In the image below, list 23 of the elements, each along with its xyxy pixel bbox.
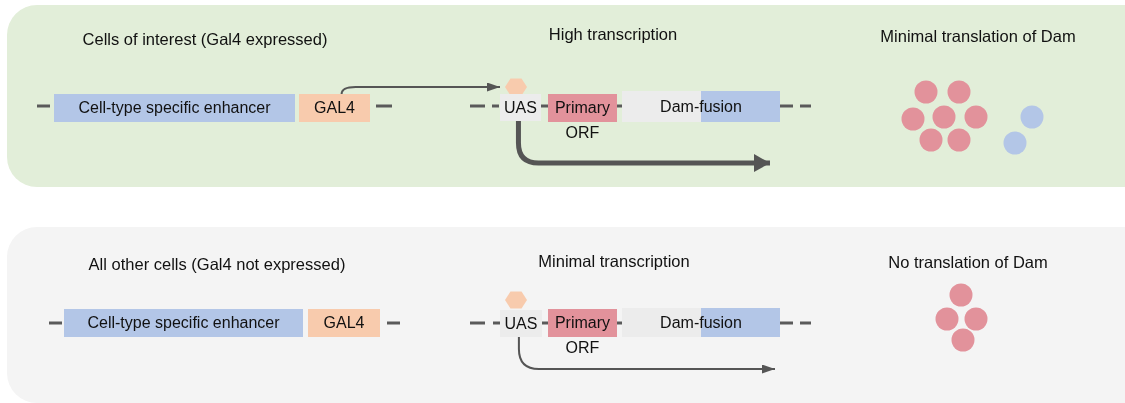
panel-heading: Minimal translation of Dam xyxy=(880,27,1076,46)
panel-heading: High transcription xyxy=(548,25,678,44)
fusion-segment: Dam-fusion xyxy=(622,308,780,337)
arrow xyxy=(515,121,770,172)
panel-background xyxy=(7,227,1125,403)
uas-segment: UAS xyxy=(500,94,541,121)
panel-heading: All other cells (Gal4 not expressed) xyxy=(88,255,346,274)
arrow xyxy=(340,82,501,95)
arrow xyxy=(517,336,776,374)
gene-segment: GAL4 xyxy=(308,309,380,337)
gene-segment: GAL4 xyxy=(299,94,370,122)
panel-background xyxy=(7,5,1125,187)
orf-segment: Primary xyxy=(548,94,617,122)
segment-caption: ORF xyxy=(565,124,600,142)
panel-heading: Minimal transcription xyxy=(538,252,690,271)
panel-heading: No translation of Dam xyxy=(888,253,1048,272)
panel-heading: Cells of interest (Gal4 expressed) xyxy=(82,30,328,49)
fusion-segment: Dam-fusion xyxy=(622,91,780,122)
segment-caption: ORF xyxy=(565,339,600,357)
enhancer-segment: Cell-type specific enhancer xyxy=(54,94,295,122)
enhancer-segment: Cell-type specific enhancer xyxy=(64,309,303,337)
uas-segment: UAS xyxy=(500,310,542,337)
orf-segment: Primary xyxy=(548,309,617,337)
